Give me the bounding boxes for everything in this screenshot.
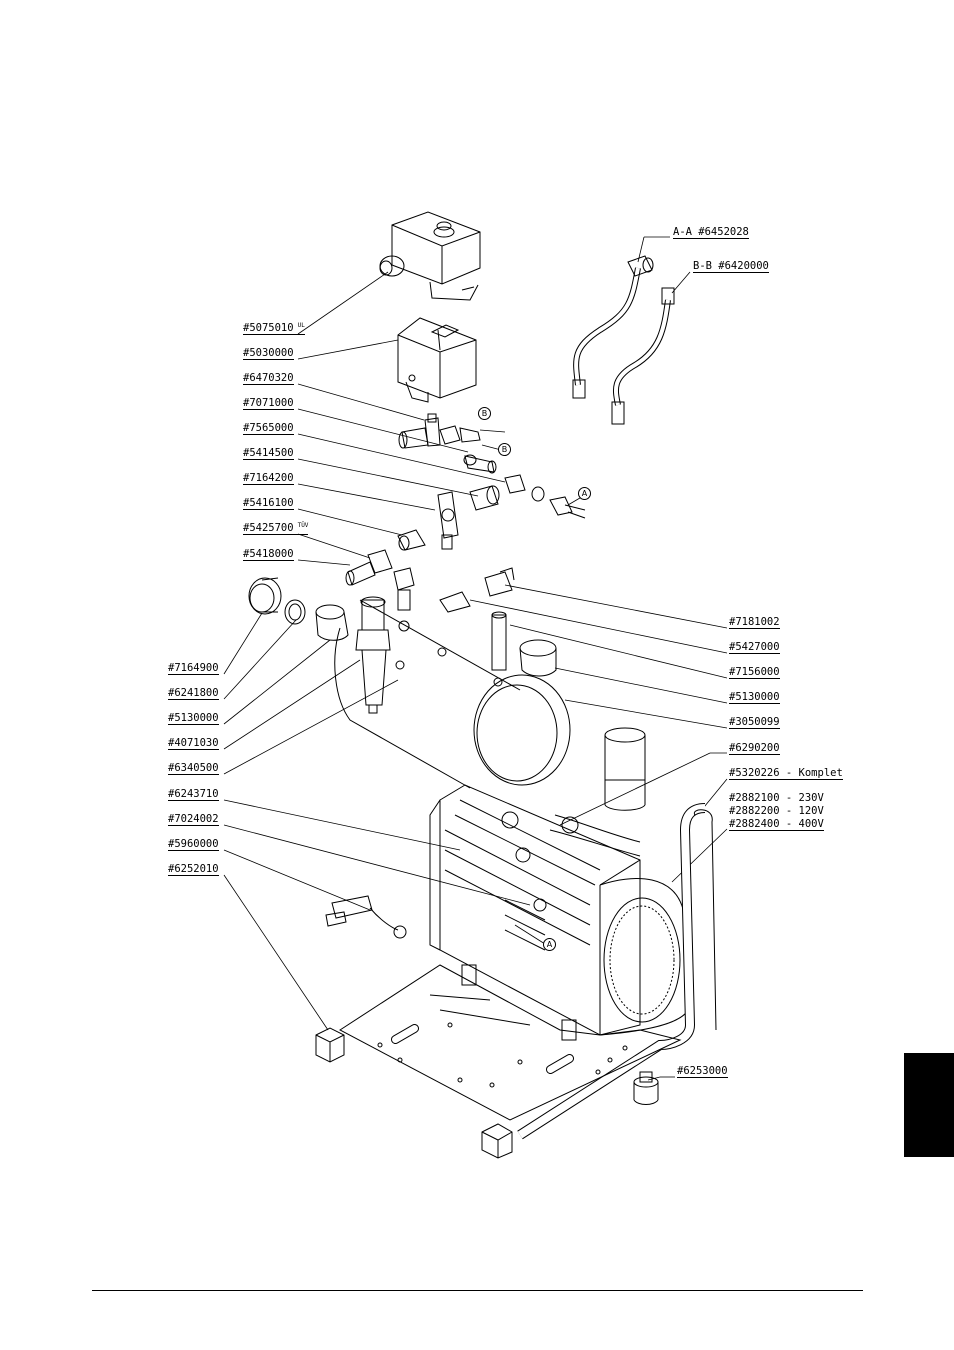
part-number: #3050099 [729, 716, 780, 728]
section-marker-mb1: B [478, 407, 491, 420]
part-number: #2882100 - 230V [729, 792, 824, 804]
section-marker-mb2: B [498, 443, 511, 456]
part-label-2882200: #2882200 - 120V [729, 805, 824, 817]
section-marker-ma1: A [578, 487, 591, 500]
part-label-7181002: #7181002 [729, 616, 780, 629]
air-tank [334, 567, 571, 789]
part-number: #5130000 [168, 712, 219, 724]
part-number: #6252010 [168, 863, 219, 875]
part-label-5414500: #5414500 [243, 447, 294, 460]
part-label-7156000: #7156000 [729, 666, 780, 679]
fittings-upper [345, 413, 586, 611]
leader-lines [223, 236, 728, 1081]
part-number: #7164200 [243, 472, 294, 484]
part-label-4071030: #4071030 [168, 737, 219, 750]
part-label-6252010: #6252010 [168, 863, 219, 876]
part-label-7024002: #7024002 [168, 813, 219, 826]
part-label-6241800: #6241800 [168, 687, 219, 700]
part-label-3050099: #3050099 [729, 716, 780, 729]
pressure-switch [397, 317, 477, 403]
part-label-7071000: #7071000 [243, 397, 294, 410]
part-number: B-B #6420000 [693, 260, 769, 272]
filter-canister [604, 727, 646, 811]
part-label-7164900: #7164900 [168, 662, 219, 675]
part-number: #7071000 [243, 397, 294, 409]
approval-mark: TÜV [297, 522, 309, 529]
part-number: #2882400 - 400V [729, 818, 824, 830]
part-number: #7156000 [729, 666, 780, 678]
section-marker-ma2: A [543, 938, 556, 951]
part-number: #5418000 [243, 548, 294, 560]
part-label-7164200: #7164200 [243, 472, 294, 485]
part-number: #6241800 [168, 687, 219, 699]
part-number: #7024002 [168, 813, 219, 825]
flexible-hoses [572, 255, 675, 425]
part-label-6470320: #6470320 [243, 372, 294, 385]
part-number: #2882200 - 120V [729, 805, 824, 817]
part-number: #5960000 [168, 838, 219, 850]
part-number: #5320226 - Komplet [729, 767, 843, 779]
part-label-bb: B-B #6420000 [693, 260, 769, 273]
part-number: #5075010 [243, 322, 294, 334]
part-label-6290200: #6290200 [729, 742, 780, 755]
part-label-2882400: #2882400 - 400V [729, 818, 824, 831]
part-number: #6470320 [243, 372, 294, 384]
part-number: #4071030 [168, 737, 219, 749]
part-number: #5030000 [243, 347, 294, 359]
part-number: #6340500 [168, 762, 219, 774]
part-number: #6253000 [677, 1065, 728, 1077]
part-number: #5130000 [729, 691, 780, 703]
part-number: #5427000 [729, 641, 780, 653]
compressor-unit [315, 784, 717, 1159]
part-number: #7181002 [729, 616, 780, 628]
part-number: A-A #6452028 [673, 226, 749, 238]
part-label-5320226: #5320226 - Komplet [729, 767, 843, 780]
part-label-6253000: #6253000 [677, 1065, 728, 1078]
part-label-5960000: #5960000 [168, 838, 219, 851]
section-tab [904, 1053, 954, 1157]
part-number: #7164900 [168, 662, 219, 674]
part-number: #5425700 [243, 522, 294, 534]
part-label-7565000: #7565000 [243, 422, 294, 435]
left-loose-parts [248, 577, 349, 641]
part-label-aa: A-A #6452028 [673, 226, 749, 239]
part-label-5416100: #5416100 [243, 497, 294, 510]
part-label-5130000l: #5130000 [168, 712, 219, 725]
part-number: #6290200 [729, 742, 780, 754]
part-label-5418000: #5418000 [243, 548, 294, 561]
part-number: #5416100 [243, 497, 294, 509]
footer-rule [92, 1290, 863, 1291]
approval-mark: UL [297, 322, 305, 329]
part-label-2882100: #2882100 - 230V [729, 792, 824, 804]
part-label-5030000: #5030000 [243, 347, 294, 360]
part-number: #5414500 [243, 447, 294, 459]
part-label-5427000: #5427000 [729, 641, 780, 654]
part-label-5130000r: #5130000 [729, 691, 780, 704]
pressure-switch-ul [379, 211, 481, 301]
part-label-6243710: #6243710 [168, 788, 219, 801]
part-number: #7565000 [243, 422, 294, 434]
part-label-6340500: #6340500 [168, 762, 219, 775]
part-number: #6243710 [168, 788, 219, 800]
